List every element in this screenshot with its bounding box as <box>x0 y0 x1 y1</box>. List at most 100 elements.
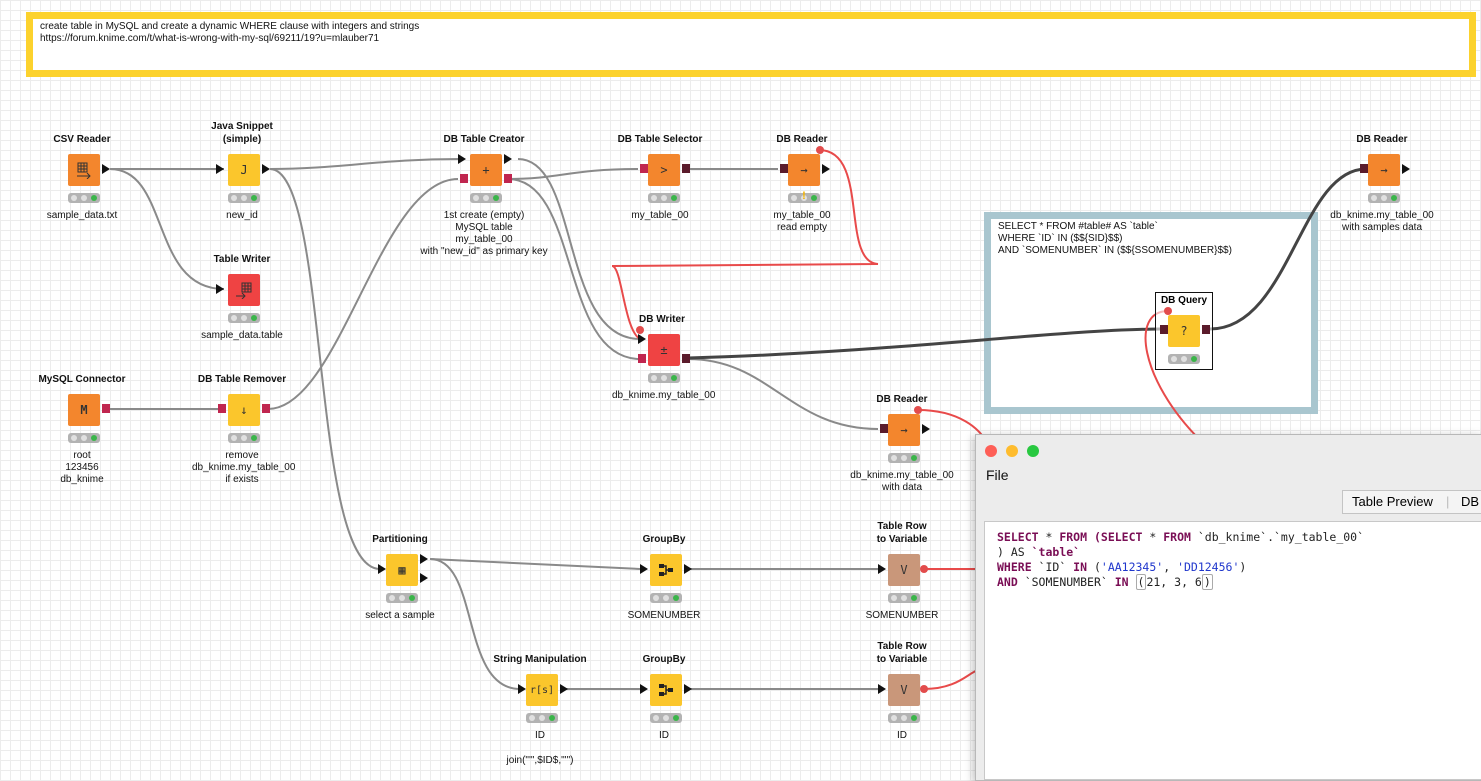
minimize-window-button[interactable] <box>1006 445 1018 457</box>
row-to-variable-icon[interactable]: V <box>888 674 920 706</box>
close-window-button[interactable] <box>985 445 997 457</box>
output-port[interactable] <box>684 564 692 574</box>
node-title: CSV Reader <box>53 134 111 145</box>
output-port[interactable] <box>420 554 428 564</box>
sql-keyword: `table` <box>1024 545 1081 559</box>
variable-port[interactable] <box>1164 307 1172 315</box>
variable-port[interactable] <box>816 146 824 154</box>
db-reader-icon[interactable]: → <box>1368 154 1400 186</box>
input-port[interactable] <box>640 564 648 574</box>
node-label: db_knime.my_table_00 <box>850 470 954 481</box>
table-select-icon[interactable]: > <box>648 154 680 186</box>
output-port[interactable] <box>420 573 428 583</box>
db-reader-icon[interactable]: → <box>888 414 920 446</box>
input-port[interactable] <box>458 154 466 164</box>
warning-icon[interactable]: ! <box>802 190 806 202</box>
input-port[interactable] <box>216 164 224 174</box>
input-port[interactable] <box>878 684 886 694</box>
sql-keyword: WHERE <box>997 560 1032 574</box>
node-label: with data <box>881 482 923 493</box>
db-query-icon[interactable]: ? <box>1168 315 1200 347</box>
connection <box>507 168 639 180</box>
db-input-port[interactable] <box>1160 325 1168 334</box>
variable-port[interactable] <box>920 565 928 573</box>
node-label: 1st create (empty) <box>443 210 525 221</box>
menu-bar: File <box>976 465 1481 487</box>
node-label: with "new_id" as primary key <box>420 246 548 257</box>
variable-port[interactable] <box>914 406 922 414</box>
input-port[interactable] <box>640 684 648 694</box>
sql-text: ) <box>1239 560 1247 574</box>
sql-text: `SOMENUMBER` <box>1017 575 1115 589</box>
db-input-port[interactable] <box>640 164 648 173</box>
output-port[interactable] <box>504 154 512 164</box>
input-port[interactable] <box>518 684 526 694</box>
db-input-port[interactable] <box>780 164 788 173</box>
row-to-variable-icon[interactable]: V <box>888 554 920 586</box>
table-remove-icon[interactable]: ↓ <box>228 394 260 426</box>
table-read-icon[interactable] <box>68 154 100 186</box>
output-port[interactable] <box>560 684 568 694</box>
partition-icon[interactable]: ▦ <box>386 554 418 586</box>
groupby-icon[interactable] <box>650 554 682 586</box>
java-icon[interactable]: J <box>228 154 260 186</box>
db-input-port[interactable] <box>460 174 468 183</box>
sql-text: ( <box>1087 560 1101 574</box>
db-writer-icon[interactable]: ± <box>648 334 680 366</box>
icon-glyph: > <box>660 163 668 177</box>
table-create-icon[interactable]: + <box>470 154 502 186</box>
menu-file[interactable]: File <box>986 467 1009 483</box>
output-port[interactable] <box>922 424 930 434</box>
output-port[interactable] <box>262 164 270 174</box>
workflow-annotation-top[interactable]: create table in MySQL and create a dynam… <box>26 12 1476 77</box>
variable-port[interactable] <box>920 685 928 693</box>
output-port[interactable] <box>822 164 830 174</box>
window-titlebar[interactable] <box>976 435 1481 465</box>
table-write-icon[interactable] <box>228 274 260 306</box>
db-query-result-window[interactable]: File Table Preview | DB SELECT * FROM (S… <box>975 434 1481 781</box>
output-port[interactable] <box>684 684 692 694</box>
node-title: DB Table Creator <box>443 134 525 145</box>
input-port[interactable] <box>216 284 224 294</box>
sql-text: * <box>1038 530 1060 544</box>
node-title: Table Row <box>877 521 927 532</box>
node-status-traffic-light <box>648 193 680 203</box>
db-reader-icon[interactable]: → <box>788 154 820 186</box>
node-label: if exists <box>225 474 259 485</box>
icon-glyph: V <box>900 563 908 577</box>
groupby-icon[interactable] <box>650 674 682 706</box>
tab-table-preview[interactable]: Table Preview <box>1352 494 1433 509</box>
sql-statement-view[interactable]: SELECT * FROM (SELECT * FROM `db_knime`.… <box>984 521 1481 780</box>
db-output-port[interactable] <box>682 164 690 173</box>
node-label: join("'",$ID$,"'") <box>506 755 574 766</box>
db-input-port[interactable] <box>1360 164 1368 173</box>
output-port[interactable] <box>1402 164 1410 174</box>
node-label: my_table_00 <box>631 210 689 221</box>
db-output-port[interactable] <box>1202 325 1210 334</box>
workflow-annotation-query[interactable]: SELECT * FROM #table# AS `table` WHERE `… <box>984 212 1318 414</box>
db-input-port[interactable] <box>218 404 226 413</box>
variable-connection <box>923 669 981 690</box>
node-title: DB Table Remover <box>197 374 287 385</box>
string-manipulation-icon[interactable]: r[s] <box>526 674 558 706</box>
db-output-port[interactable] <box>262 404 270 413</box>
variable-port[interactable] <box>636 326 644 334</box>
node-db-query[interactable]: DB Query ? <box>1155 292 1213 370</box>
tab-db[interactable]: DB <box>1461 494 1480 509</box>
connection <box>429 558 521 690</box>
input-port[interactable] <box>638 334 646 344</box>
db-output-port[interactable] <box>682 354 690 363</box>
db-input-port[interactable] <box>880 424 888 433</box>
node-status-traffic-light <box>386 593 418 603</box>
database-connector-icon[interactable]: M <box>68 394 100 426</box>
zoom-window-button[interactable] <box>1027 445 1039 457</box>
db-output-port[interactable] <box>102 404 110 413</box>
db-input-port[interactable] <box>638 354 646 363</box>
input-port[interactable] <box>378 564 386 574</box>
sql-keyword: FROM <box>1163 530 1191 544</box>
input-port[interactable] <box>878 564 886 574</box>
node-status-traffic-light <box>888 593 920 603</box>
bracket-match: ) <box>1201 574 1213 590</box>
db-output-port[interactable] <box>504 174 512 183</box>
output-port[interactable] <box>102 164 110 174</box>
